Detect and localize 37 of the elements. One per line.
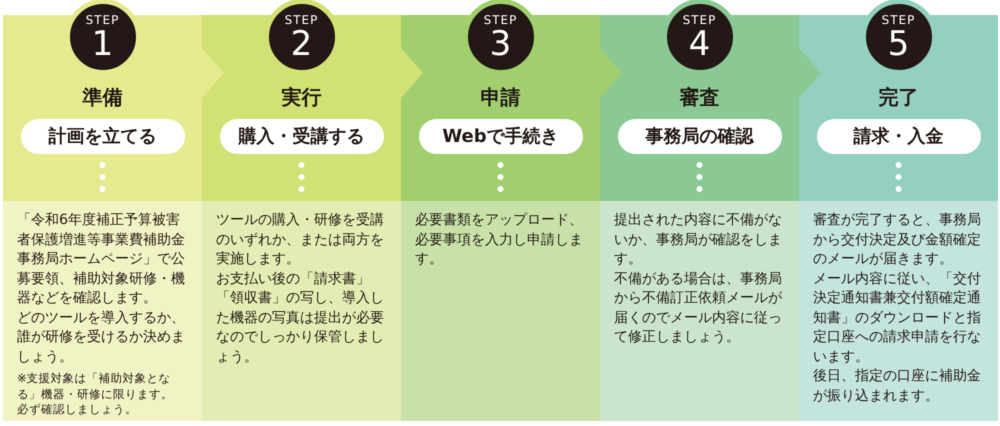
step-heading: 準備 — [82, 85, 124, 109]
step-heading: 申請 — [480, 85, 522, 109]
step-pill: Webで手続き — [418, 119, 582, 154]
note-text: 必ず確認しましょう。 — [17, 402, 138, 418]
dotted-connector — [298, 162, 304, 193]
step-pill: 事務局の確認 — [618, 119, 782, 154]
step-pill: 計画を立てる — [20, 119, 184, 154]
dotted-connector — [896, 162, 902, 193]
body-text: 後日、指定の口座に補助金が振り込まれます。 — [813, 367, 982, 406]
chevron-arrow — [401, 48, 423, 98]
step-panel — [3, 201, 202, 421]
note-text: ※支援対象は「補助対象となる」機器・研修に限ります。 — [17, 371, 174, 402]
step-heading: 審査 — [678, 85, 720, 109]
step-header-band — [3, 15, 202, 201]
step-panel — [799, 201, 998, 421]
step-heading: 実行 — [280, 85, 322, 109]
step-panel — [600, 201, 799, 421]
step-pill: 請求・入金 — [816, 119, 980, 154]
body-text: 提出された内容に不備がないか、事務局が確認をします。 — [614, 211, 783, 269]
dotted-connector — [498, 162, 504, 193]
step-panel — [202, 201, 401, 421]
body-text: 審査が完了すると、事務局から交付決定及び金額確定のメールが届きます。 — [813, 211, 982, 269]
body-text: メール内容に従い、「交付決定通知書兼交付額確定通知書」のダウンロードと指定口座への請求申請を行ないます。 — [813, 270, 982, 366]
body-text: ツールの購入・研修を受講のいずれか、または両方を実施します。 — [216, 211, 385, 269]
body-text: お支払い後の「請求書」「領収書」の写し、導入した機器の写真は提出が必要なのでしっかり保管しましょう。 — [216, 270, 385, 366]
dotted-connector — [100, 162, 106, 193]
body-text: 必要書類をアップロード、必要事項を入力し申請します。 — [415, 211, 584, 269]
body-text: 「令和6年度補正予算被害者保護増進等事業費補助金事務局ホームページ」で公募要領、補助対象研修・機器などを確認します。 — [17, 211, 186, 308]
body-text: どのツールを導入するか、誰が研修を受けるか決めましょう。 — [17, 308, 186, 366]
step-heading: 完了 — [878, 85, 920, 109]
dotted-connector — [696, 162, 702, 193]
step-panel — [401, 201, 600, 421]
chevron-arrow — [799, 48, 821, 98]
step-pill: 購入・受講する — [220, 119, 384, 154]
chevron-arrow — [600, 48, 622, 98]
body-text: 不備がある場合は、事務局から不備訂正依頼メールが届くのでメール内容に従って修正しましょう。 — [614, 270, 783, 347]
chevron-arrow — [202, 48, 224, 98]
